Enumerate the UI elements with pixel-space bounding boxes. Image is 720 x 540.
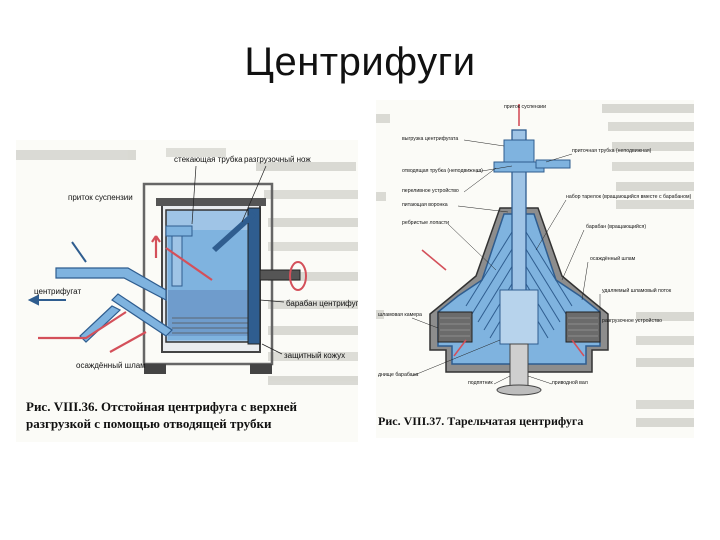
drum-wall bbox=[247, 207, 261, 345]
base-left bbox=[144, 364, 166, 374]
background-text bbox=[16, 148, 358, 385]
sludge-chamber-right bbox=[565, 311, 601, 343]
label-drain-pipe: стекающая трубка bbox=[174, 155, 243, 164]
label-sludge: осаждённый шлам bbox=[590, 255, 636, 262]
label-sludge: осаждённый шлам bbox=[76, 361, 146, 370]
drive-shaft bbox=[509, 343, 529, 389]
label-drum: барабан центрифуги bbox=[286, 299, 358, 308]
sludge-chamber-left bbox=[437, 311, 473, 343]
disc-centrifuge-figure: приток суспензии выгрузка центрифугата о… bbox=[376, 100, 694, 438]
leader-lines bbox=[191, 165, 285, 355]
drive-shaft bbox=[259, 269, 301, 281]
label-drum: барабан (вращающийся) bbox=[586, 223, 646, 230]
outlet-tube bbox=[503, 139, 535, 163]
sludge-hatching bbox=[172, 317, 248, 334]
rotation-arrow bbox=[289, 261, 307, 291]
label-feed-funnel: питающая воронка bbox=[402, 202, 448, 208]
pipe-head bbox=[165, 225, 193, 237]
feed-pipe bbox=[55, 267, 167, 301]
label-dividing-device: переливное устройство bbox=[402, 187, 459, 194]
outlet-tube bbox=[79, 305, 122, 343]
background-text bbox=[376, 104, 694, 427]
sludge-layer bbox=[168, 290, 252, 336]
settling-centrifuge-figure: приток суспензии стекающая трубка разгру… bbox=[16, 140, 358, 442]
right-figure-caption: Рис. VIII.37. Тарельчатая центрифуга bbox=[378, 414, 584, 428]
label-discharge-device: разгрузочное устройство bbox=[602, 317, 662, 324]
flow-arrows bbox=[38, 235, 213, 353]
label-feed: приток суспензии bbox=[68, 193, 133, 202]
label-feed: приток суспензии bbox=[504, 104, 546, 110]
drum-base bbox=[499, 289, 539, 345]
sludge-hatch bbox=[440, 317, 598, 337]
centrate-arrow bbox=[27, 294, 66, 306]
unload-knife bbox=[212, 212, 256, 252]
label-sludge-chamber: шламовая камера bbox=[378, 312, 422, 318]
label-centrate: центрифугат bbox=[34, 287, 81, 296]
label-centrate-out: выгрузка центрифугата bbox=[402, 136, 458, 142]
label-drive-shaft: приводной вал bbox=[552, 379, 588, 386]
label-rib-blades: ребристые лопасти bbox=[402, 220, 449, 226]
page-title: Центрифуги bbox=[244, 40, 476, 84]
left-figure-caption: Рис. VIII.36. Отстойная центрифуга с вер… bbox=[26, 399, 298, 431]
label-drum-base: днище барабана bbox=[378, 372, 418, 378]
label-sludge-outlet: удаляемый шламовый поток bbox=[602, 287, 672, 294]
base-right bbox=[250, 364, 272, 374]
label-outlet-tube: отводящая трубка (неподвижная) bbox=[402, 168, 483, 174]
drain-tube bbox=[111, 293, 173, 337]
label-casing: защитный кожух bbox=[284, 351, 345, 360]
leader-lines bbox=[411, 139, 601, 385]
feed-arrow bbox=[71, 241, 87, 263]
outlet-flange bbox=[535, 159, 571, 169]
shaft-base bbox=[496, 384, 542, 396]
flow-arrows bbox=[421, 104, 585, 357]
label-inlet-tube: приточная трубка (неподвижная) bbox=[572, 148, 652, 154]
settling-centrifuge-diagram: приток суспензии стекающая трубка разгру… bbox=[16, 148, 358, 385]
disc-centrifuge-diagram: приток суспензии выгрузка центрифугата о… bbox=[376, 104, 694, 427]
label-unload-knife: разгрузочный нож bbox=[244, 155, 311, 164]
label-disc-stack: набор тарелок (вращающийся вместе с бара… bbox=[566, 193, 692, 200]
top-cover bbox=[156, 198, 266, 206]
label-rotor-base: подпятник bbox=[468, 380, 493, 386]
